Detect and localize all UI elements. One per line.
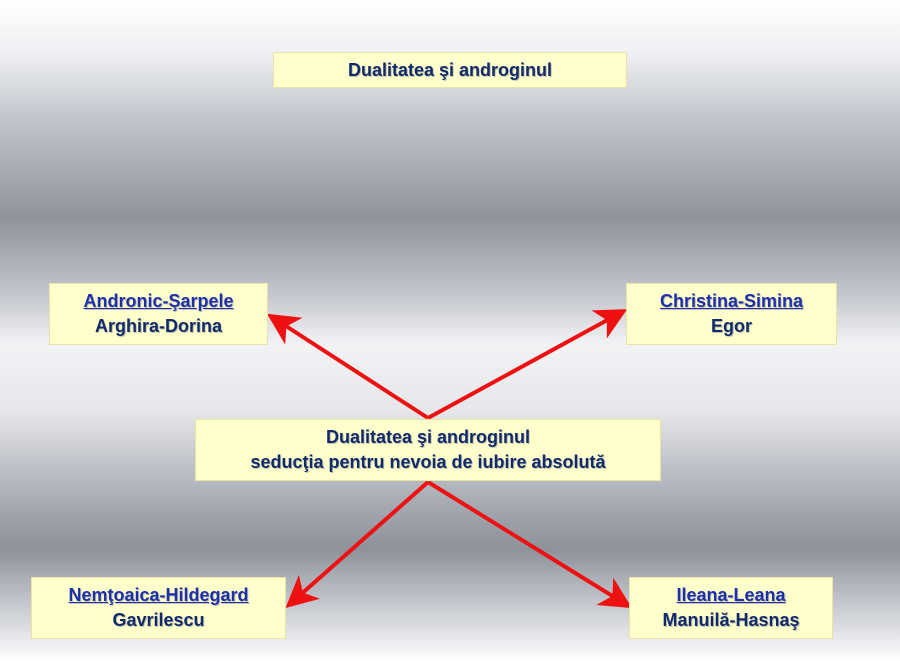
link-andronic-sarpele[interactable]: Andronic-Şarpele	[83, 291, 234, 311]
title-text: Dualitatea şi androginul	[347, 59, 553, 80]
node-bottom-left: Nemţoaica-Hildegard Gavrilescu	[31, 577, 286, 639]
link-nemtoaica-hildegard[interactable]: Nemţoaica-Hildegard	[68, 585, 249, 605]
title-box: Dualitatea şi androginul	[273, 52, 627, 88]
node-bottom-right: Ileana-Leana Manuilă-Hasnaş	[629, 577, 833, 639]
node-top-left: Andronic-Şarpele Arghira-Dorina	[49, 283, 268, 345]
center-node: Dualitatea şi androginul seducţia pentru…	[195, 419, 661, 481]
link-ileana-leana[interactable]: Ileana-Leana	[676, 585, 786, 605]
center-line-2: seducţia pentru nevoia de iubire absolut…	[250, 452, 606, 472]
arrow-to-bottom-right	[426, 480, 633, 609]
link-christina-simina[interactable]: Christina-Simina	[659, 291, 804, 311]
arrow-to-bottom-left	[285, 480, 430, 608]
subtitle-egor: Egor	[710, 316, 752, 336]
arrow-to-top-left	[266, 313, 430, 420]
subtitle-arghira-dorina: Arghira-Dorina	[94, 316, 222, 336]
node-top-right: Christina-Simina Egor	[626, 283, 837, 345]
center-line-1: Dualitatea şi androginul	[325, 427, 531, 447]
subtitle-gavrilescu: Gavrilescu	[112, 610, 205, 630]
subtitle-manuila-hasnas: Manuilă-Hasnaş	[662, 610, 800, 630]
arrow-to-top-right	[427, 309, 628, 420]
